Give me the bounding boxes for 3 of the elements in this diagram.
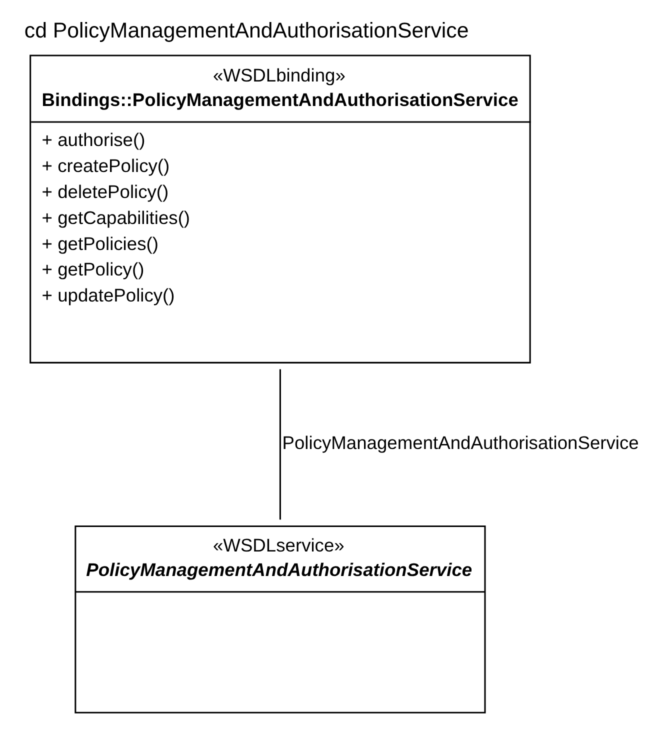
edge-label: PolicyManagementAndAuthorisationService	[282, 432, 638, 454]
connector	[278, 369, 280, 520]
diagram-title: cd PolicyManagementAndAuthorisationService	[24, 18, 468, 42]
